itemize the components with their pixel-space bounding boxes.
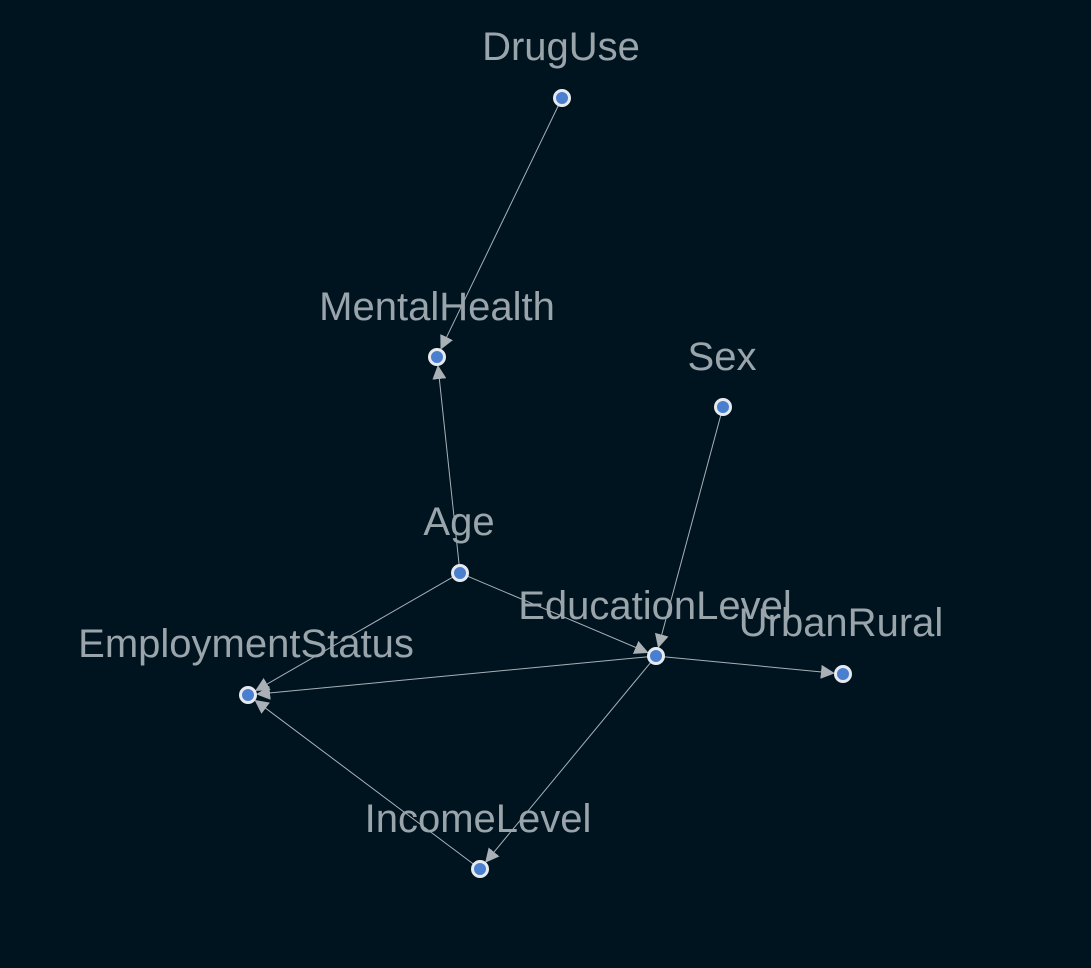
node-urban-rural[interactable] bbox=[834, 665, 852, 683]
edge-education-level-to-urban-rural bbox=[663, 656, 835, 679]
node-label-drug-use: DrugUse bbox=[482, 25, 640, 69]
node-sex[interactable] bbox=[714, 398, 732, 416]
node-education-level[interactable] bbox=[647, 647, 665, 665]
node-label-mental-health: MentalHealth bbox=[319, 285, 555, 329]
edge-education-level-to-employment-status bbox=[256, 656, 649, 700]
edge-sex-to-education-level bbox=[654, 414, 722, 649]
edge-education-level-to-income-level bbox=[485, 661, 652, 863]
edge-income-level-to-employment-status bbox=[254, 699, 475, 865]
node-mental-health[interactable] bbox=[428, 348, 446, 366]
node-label-income-level: IncomeLevel bbox=[365, 797, 592, 841]
node-label-employment-status: EmploymentStatus bbox=[78, 622, 414, 666]
labels-layer: DrugUseMentalHealthSexAgeEducationLevelU… bbox=[78, 25, 943, 841]
edge-age-to-employment-status bbox=[255, 576, 454, 691]
node-drug-use[interactable] bbox=[553, 89, 571, 107]
node-label-urban-rural: UrbanRural bbox=[739, 601, 944, 645]
node-income-level[interactable] bbox=[471, 860, 489, 878]
edge-age-to-mental-health bbox=[432, 365, 460, 566]
edge-age-to-education-level bbox=[466, 575, 649, 654]
node-label-education-level: EducationLevel bbox=[518, 584, 792, 628]
nodes-layer bbox=[239, 89, 852, 878]
edges-layer bbox=[254, 104, 835, 865]
node-label-age: Age bbox=[423, 500, 494, 544]
node-label-sex: Sex bbox=[688, 335, 757, 379]
node-age[interactable] bbox=[451, 564, 469, 582]
edge-drug-use-to-mental-health bbox=[440, 104, 560, 350]
node-employment-status[interactable] bbox=[239, 686, 257, 704]
